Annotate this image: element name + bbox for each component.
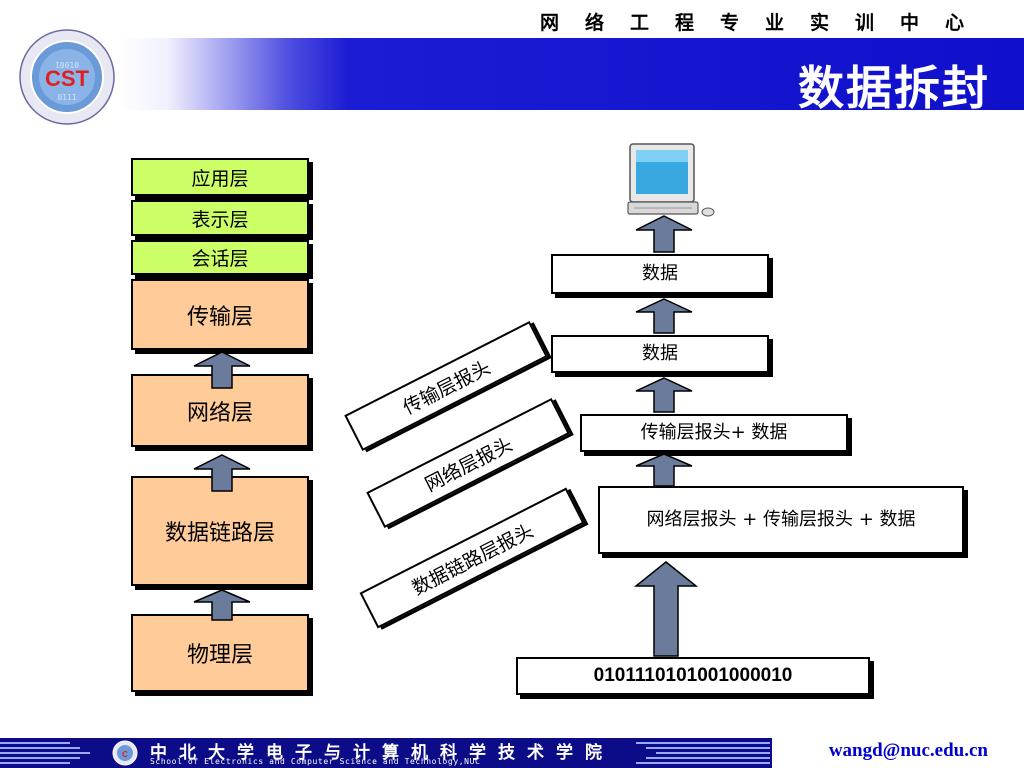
data-top-label: 数据: [642, 263, 678, 284]
network-layer: 网络层: [131, 374, 309, 447]
physical-layer-label: 物理层: [186, 643, 253, 668]
footer-stripes-left-icon: [0, 742, 90, 764]
svg-text:C: C: [122, 750, 128, 759]
transport-layer-label: 传输层: [186, 304, 253, 330]
computer-icon: [627, 143, 715, 217]
up-arrow-icon: [633, 561, 699, 657]
header-title-band: [118, 38, 1024, 110]
physical-layer: 物理层: [131, 614, 309, 692]
training-center-name: 网络工程专业实训中心: [539, 12, 990, 34]
transport-header-label: 传输层报头: [399, 355, 494, 419]
footer-email: wangd@nuc.edu.cn: [828, 740, 988, 761]
transport-layer: 传输层: [131, 279, 309, 350]
network-unit-label: 传输层报头+ 数据: [640, 422, 788, 443]
datalink-header-label: 数据链路层报头: [408, 519, 537, 600]
svg-text:10010: 10010: [55, 61, 79, 70]
data-box-transport: 数据: [551, 335, 769, 373]
header-top-strip: [0, 0, 1024, 38]
datalink-layer-label: 数据链路层: [164, 521, 275, 546]
session-layer: 会话层: [131, 240, 309, 275]
footer-logo-icon: C: [112, 740, 138, 766]
data-transport-label: 数据: [642, 343, 678, 364]
data-box-top: 数据: [551, 254, 769, 294]
application-layer: 应用层: [131, 158, 309, 196]
bitstream-box: 0101110101001000010: [516, 657, 870, 695]
network-unit-box: 传输层报头+ 数据: [580, 414, 848, 452]
presentation-layer: 表示层: [131, 200, 309, 236]
network-layer-label: 网络层: [186, 400, 253, 426]
up-arrow-icon: [193, 351, 251, 389]
page-title: 数据拆封: [798, 61, 990, 115]
up-arrow-icon: [635, 298, 693, 334]
frame-label: 网络层报头 + 传输层报头 + 数据: [646, 509, 916, 530]
svg-text:CST: CST: [45, 66, 90, 91]
footer-stripes-right-icon: [636, 742, 770, 764]
session-layer-label: 会话层: [191, 248, 249, 270]
up-arrow-icon: [635, 377, 693, 413]
up-arrow-icon: [635, 453, 693, 487]
up-arrow-icon: [635, 215, 693, 253]
footer-email-panel: [772, 738, 1024, 768]
up-arrow-icon: [193, 454, 251, 492]
frame-box: 网络层报头 + 传输层报头 + 数据: [598, 486, 964, 554]
svg-text:0111: 0111: [57, 93, 76, 102]
application-layer-label: 应用层: [191, 167, 249, 190]
footer-school-name-cn: 中北大学电子与计算机科学技术学院: [150, 743, 614, 763]
up-arrow-icon: [193, 589, 251, 621]
footer-school-name-en: School of Electronics and Computer Scien…: [150, 757, 481, 766]
network-header-label: 网络层报头: [421, 432, 516, 496]
presentation-layer-label: 表示层: [191, 208, 249, 231]
bitstream-label: 0101110101001000010: [593, 665, 793, 686]
cst-logo-icon: 10010 0111 CST: [19, 29, 115, 125]
